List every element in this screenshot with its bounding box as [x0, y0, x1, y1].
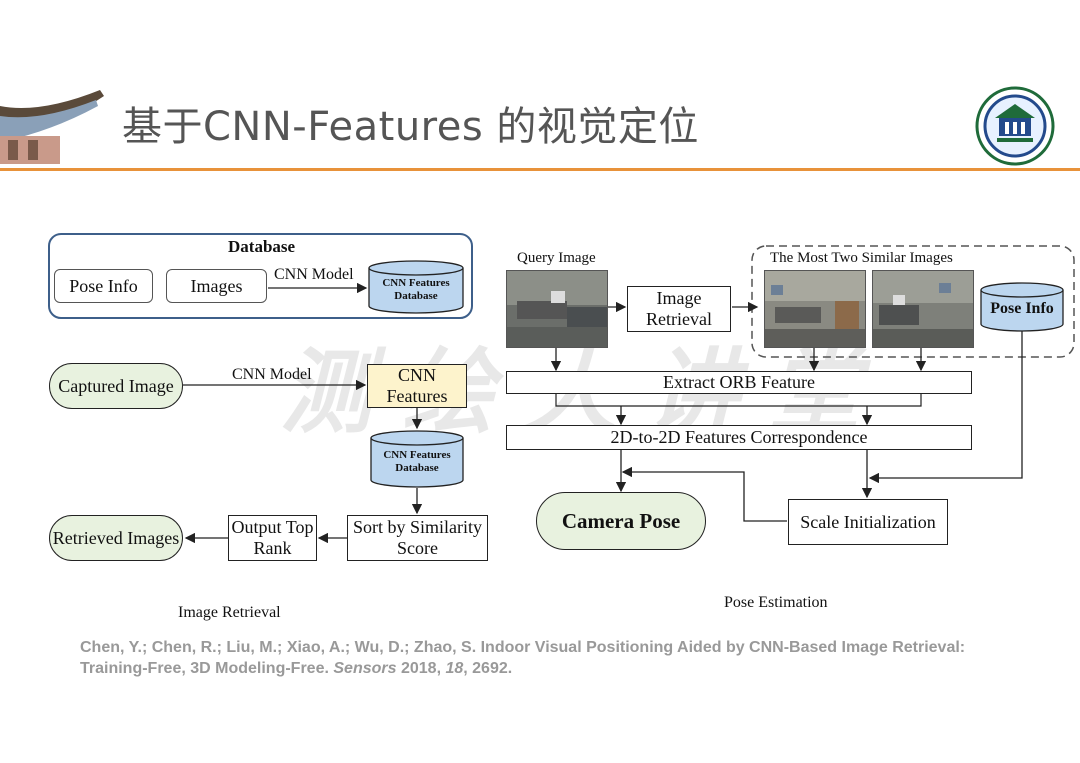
citation-year: 2018, — [400, 660, 442, 677]
university-seal-icon — [975, 86, 1055, 166]
output-top-rank-node: Output Top Rank — [228, 515, 317, 561]
similar-images-label: The Most Two Similar Images — [770, 250, 953, 266]
pose-estimation-caption: Pose Estimation — [724, 594, 828, 611]
retrieved-images-node: Retrieved Images — [49, 515, 183, 561]
citation-authors: Chen, Y.; Chen, R.; Liu, M.; Xiao, A.; W… — [80, 639, 966, 677]
camera-pose-node: Camera Pose — [536, 492, 706, 550]
cnn-features-database-icon-top — [368, 260, 464, 314]
similar-image-1-photo — [764, 270, 866, 348]
images-box: Images — [166, 269, 267, 303]
cnn-features-database-label-mid: CNN Features Database — [383, 449, 451, 474]
citation-volume: 18 — [445, 660, 464, 677]
arrow-scale-to-camera — [621, 466, 787, 522]
database-panel — [48, 233, 473, 319]
orb-bus — [555, 394, 922, 407]
citation-pages: , 2692. — [463, 660, 513, 677]
query-image-photo — [506, 270, 608, 348]
captured-image-node: Captured Image — [49, 363, 183, 409]
cnn-model-label-mid: CNN Model — [232, 366, 312, 383]
database-title: Database — [228, 237, 296, 256]
slide-title: 基于CNN-Features 的视觉定位 — [122, 104, 699, 150]
cnn-model-label-top: CNN Model — [274, 266, 354, 283]
cnn-features-database-icon-mid — [370, 430, 464, 488]
query-image-label: Query Image — [517, 250, 596, 266]
image-retrieval-caption: Image Retrieval — [178, 604, 281, 621]
pose-info-database-icon — [980, 282, 1064, 332]
pose-info-database-label: Pose Info — [990, 299, 1054, 317]
similar-image-2-photo — [872, 270, 974, 348]
image-retrieval-node: Image Retrieval — [627, 286, 731, 332]
cnn-features-database-label-top: CNN Features Database — [382, 277, 450, 302]
pagoda-roof-icon — [0, 90, 104, 164]
scale-initialization-node: Scale Initialization — [788, 499, 948, 545]
citation-journal: Sensors — [333, 660, 397, 677]
header-divider — [0, 168, 1080, 171]
arrow-pose-to-scale — [868, 330, 1023, 484]
pose-info-box: Pose Info — [54, 269, 153, 303]
citation: Chen, Y.; Chen, R.; Liu, M.; Xiao, A.; W… — [80, 637, 1020, 679]
sort-by-similarity-node: Sort by Similarity Score — [347, 515, 488, 561]
correspondence-node: 2D-to-2D Features Correspondence — [506, 425, 972, 450]
extract-orb-node: Extract ORB Feature — [506, 371, 972, 394]
cnn-features-node: CNN Features — [367, 364, 467, 408]
similar-images-panel — [751, 245, 1075, 358]
